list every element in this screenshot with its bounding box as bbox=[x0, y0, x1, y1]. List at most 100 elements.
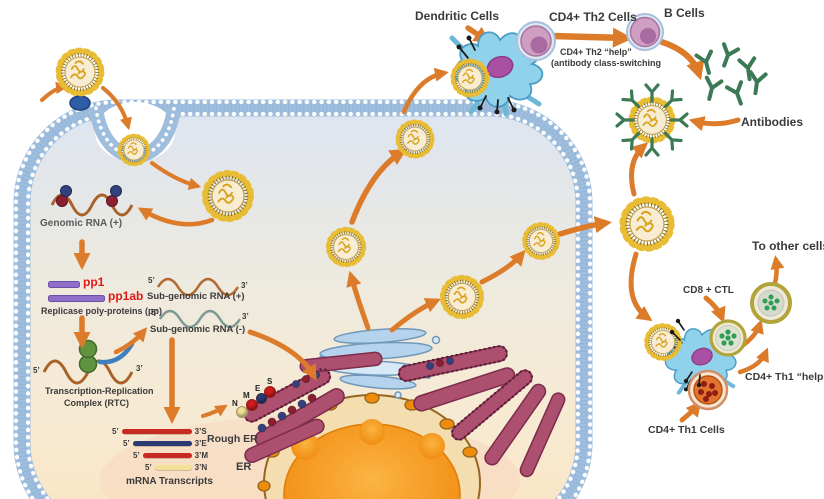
target-cell bbox=[750, 282, 792, 324]
arrow-subgenomic bbox=[113, 327, 148, 355]
label-genomic-rna: Genomic RNA (+) bbox=[40, 218, 123, 229]
label-cd4-th1-help: CD4+ Th1 “help” bbox=[745, 371, 824, 383]
arrow-to-cluster bbox=[628, 251, 653, 322]
label-mrna-transcripts: mRNA Transcripts bbox=[126, 476, 213, 487]
mrna-m-5prime: 5’ bbox=[133, 451, 140, 460]
arrow-to-er bbox=[247, 329, 317, 381]
arrow-uncoating bbox=[150, 161, 202, 190]
arrow-th1-label bbox=[679, 400, 702, 423]
mrna-s-5prime: 5’ bbox=[112, 427, 119, 436]
virion-budding-top bbox=[398, 122, 432, 156]
label-rough-er: Rough ER bbox=[207, 433, 258, 445]
sgneg-3prime: 3’ bbox=[242, 312, 249, 321]
arrow-kill-2 bbox=[737, 347, 769, 375]
sgneg-5prime: 5’ bbox=[151, 308, 158, 317]
virion-in-endosome bbox=[120, 136, 148, 164]
membrane-outer-dots bbox=[13, 99, 593, 499]
arrow-release bbox=[557, 216, 612, 237]
virion-neutralized bbox=[615, 83, 689, 157]
mrna-s-3prime: 3’S bbox=[194, 427, 207, 436]
virion-assembled-2 bbox=[443, 278, 481, 316]
pp1ab-bar bbox=[48, 295, 105, 302]
protein-e-ball bbox=[256, 393, 267, 404]
receptor-spikes-2 bbox=[669, 318, 702, 388]
arrow-endocytosis bbox=[101, 86, 132, 131]
label-protein-e: E bbox=[255, 384, 261, 393]
label-protein-n: N bbox=[232, 399, 238, 408]
genomic-rna-wave bbox=[50, 185, 134, 217]
virion-released bbox=[623, 200, 671, 248]
label-rtc-1: Transcription-Replication bbox=[45, 386, 154, 396]
dendritic-nucleus bbox=[486, 55, 514, 79]
rtc-complex bbox=[42, 339, 135, 385]
protein-s-ball bbox=[264, 386, 276, 398]
mrna-e-3prime: 3’E bbox=[194, 439, 207, 448]
arrow-budding-1 bbox=[346, 270, 371, 331]
sgpos-5prime: 5’ bbox=[148, 276, 155, 285]
mrna-m-3prime: 3’M bbox=[194, 451, 209, 460]
arrow-neutralization bbox=[629, 142, 649, 197]
virion-assembled-1 bbox=[329, 230, 364, 265]
label-pp1: pp1 bbox=[83, 275, 105, 289]
subgenomic-neg-wave bbox=[158, 309, 242, 329]
mrna-s-bar bbox=[121, 429, 192, 434]
rtc-3prime: 3’ bbox=[136, 364, 143, 373]
protein-n-ball bbox=[236, 406, 248, 418]
virion-uncoating bbox=[206, 174, 251, 219]
arrow-antibody-binding bbox=[688, 116, 741, 132]
label-b-cells: B Cells bbox=[664, 6, 705, 20]
b-cell bbox=[626, 13, 664, 51]
mrna-n-bar bbox=[154, 465, 192, 470]
mrna-e-5prime: 5’ bbox=[123, 439, 130, 448]
label-cd4-th2-cells: CD4+ Th2 Cells bbox=[549, 10, 637, 24]
label-er: ER bbox=[236, 461, 252, 473]
ctl-cell bbox=[709, 319, 747, 357]
label-replicase: Replicase poly-proteins (pp) bbox=[41, 306, 163, 316]
arrow-th2-to-b bbox=[548, 27, 634, 48]
label-antibodies: Antibodies bbox=[741, 115, 803, 129]
th2-cell bbox=[516, 21, 556, 61]
arrow-budding-2 bbox=[389, 298, 441, 333]
mrna-row-m: 5’ 3’M bbox=[133, 451, 208, 460]
mrna-m-bar bbox=[142, 453, 192, 458]
mrna-row-n: 5’ 3’N bbox=[145, 463, 207, 472]
label-subgenomic-neg: Sub-genomic RNA (-) bbox=[150, 324, 246, 335]
arrow-rna-release bbox=[137, 207, 215, 227]
receptor-spikes bbox=[456, 35, 517, 115]
pp1-bar bbox=[48, 281, 80, 288]
label-protein-s: S bbox=[267, 377, 273, 386]
arrow-exocytosis-top bbox=[349, 148, 408, 225]
virion-exiting bbox=[525, 225, 557, 257]
label-cd8-ctl: CD8 + CTL bbox=[683, 285, 734, 296]
label-th2-help: CD4+ Th2 “help” bbox=[560, 47, 632, 57]
label-pp1ab: pp1ab bbox=[108, 289, 144, 303]
protein-m-ball bbox=[246, 399, 258, 411]
rtc-5prime: 5’ bbox=[33, 366, 40, 375]
arrow-exocytosis-right bbox=[479, 249, 526, 285]
mrna-row-e: 5’ 3’E bbox=[123, 439, 207, 448]
receptor bbox=[69, 95, 91, 111]
label-protein-m: M bbox=[243, 391, 250, 400]
virion-attaching bbox=[59, 51, 101, 93]
mrna-e-bar bbox=[132, 441, 192, 446]
flow-arrows bbox=[40, 25, 785, 424]
virion-on-dendritic bbox=[453, 61, 487, 95]
label-rtc-2: Complex (RTC) bbox=[64, 398, 129, 408]
arrow-to-dendritic bbox=[401, 67, 449, 115]
label-class-switching: (antibody class-switching bbox=[551, 58, 662, 68]
sgpos-3prime: 3’ bbox=[241, 281, 248, 290]
arrow-b-to-antibody bbox=[659, 39, 705, 81]
label-to-other-cells: To other cells bbox=[752, 239, 824, 253]
label-dendritic-cells: Dendritic Cells bbox=[415, 9, 500, 23]
antibodies-cluster bbox=[694, 42, 768, 109]
arrow-cd8-ctl bbox=[703, 295, 726, 324]
nucleocapsid-chain bbox=[257, 356, 454, 433]
mrna-n-5prime: 5’ bbox=[145, 463, 152, 472]
th1-cell bbox=[687, 369, 729, 411]
subgenomic-pos-wave bbox=[156, 277, 240, 297]
arrow-virus-approach bbox=[40, 81, 69, 102]
arrow-proteins bbox=[201, 404, 228, 418]
virion-presented bbox=[647, 326, 679, 358]
